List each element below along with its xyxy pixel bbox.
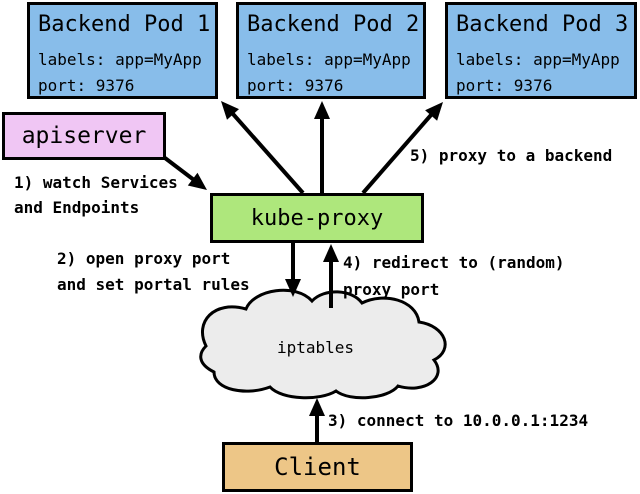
step-2-line-1: 2) open proxy port	[57, 249, 231, 268]
arrow-kube-proxy-to-pod-1	[221, 101, 305, 195]
arrow-kube-proxy-to-iptables	[285, 243, 301, 297]
backend-pod-2-title: Backend Pod 2	[247, 12, 420, 37]
step-1-label: 1) watch Services and Endpoints	[14, 170, 178, 220]
step-4-line-1: 4) redirect to (random)	[343, 253, 565, 272]
kube-proxy-label: kube-proxy	[250, 205, 384, 231]
step-2-label: 2) open proxy port and set portal rules	[57, 246, 250, 298]
apiserver-box: apiserver	[2, 112, 166, 160]
kube-proxy-box: kube-proxy	[210, 193, 424, 243]
backend-pod-1-title: Backend Pod 1	[38, 12, 211, 37]
step-3-line-1: 3) connect to 10.0.0.1:1234	[328, 411, 589, 430]
step-5-label: 5) proxy to a backend	[410, 146, 612, 165]
step-4-label: 4) redirect to (random) proxy port	[343, 249, 565, 303]
arrow-client-to-iptables	[309, 398, 325, 442]
backend-pod-2-box: Backend Pod 2 labels: app=MyApp port: 93…	[236, 2, 426, 99]
step-4-line-2: proxy port	[343, 280, 440, 299]
backend-pod-1-labels: labels: app=MyApp	[38, 50, 202, 69]
backend-pod-3-port: port: 9376	[456, 76, 553, 95]
iptables-label: iptables	[277, 338, 355, 357]
arrow-iptables-to-kube-proxy	[323, 244, 339, 308]
backend-pod-2-labels: labels: app=MyApp	[247, 50, 411, 69]
backend-pod-1-box: Backend Pod 1 labels: app=MyApp port: 93…	[27, 2, 218, 99]
arrow-kube-proxy-to-pod-2	[314, 101, 330, 193]
client-label: Client	[274, 453, 361, 481]
step-2-line-2: and set portal rules	[57, 275, 250, 294]
backend-pod-3-title: Backend Pod 3	[456, 12, 629, 37]
client-box: Client	[222, 442, 413, 492]
step-1-line-2: and Endpoints	[14, 198, 140, 217]
backend-pod-3-labels: labels: app=MyApp	[456, 50, 620, 69]
step-1-line-1: 1) watch Services	[14, 173, 178, 192]
step-5-line-1: 5) proxy to a backend	[410, 146, 613, 165]
step-3-label: 3) connect to 10.0.0.1:1234	[328, 411, 588, 430]
backend-pod-3-box: Backend Pod 3 labels: app=MyApp port: 93…	[445, 2, 637, 99]
backend-pod-2-port: port: 9376	[247, 76, 344, 95]
backend-pod-1-port: port: 9376	[38, 76, 135, 95]
apiserver-label: apiserver	[21, 123, 147, 149]
